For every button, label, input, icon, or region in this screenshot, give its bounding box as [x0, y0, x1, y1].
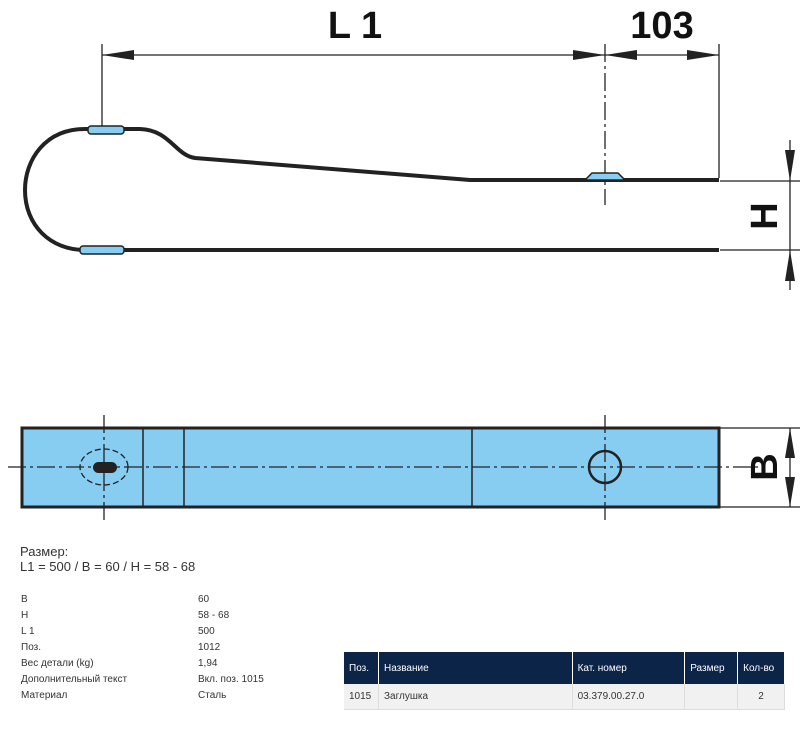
property-value: 500: [198, 625, 215, 637]
column-header: Название: [378, 652, 573, 684]
table-cell: 1015: [344, 684, 379, 710]
property-key: Вес детали (kg): [21, 657, 94, 669]
property-key: B: [21, 593, 28, 605]
technical-drawing: L 1 103 H B: [8, 5, 800, 520]
property-row: Поз. 1012: [21, 639, 264, 655]
dimension-103-label: 103: [630, 5, 693, 47]
size-value: L1 = 500 / B = 60 / H = 58 - 68: [20, 559, 196, 574]
property-value: Вкл. поз. 1015: [198, 673, 264, 685]
property-row: L 1 500: [21, 623, 264, 639]
property-value: Сталь: [198, 689, 227, 701]
property-row: Вес детали (kg) 1,94: [21, 655, 264, 671]
property-row: Материал Сталь: [21, 687, 264, 703]
dimension-h-label: H: [744, 202, 786, 229]
property-value: 60: [198, 593, 210, 605]
property-key: Материал: [21, 689, 68, 701]
size-label: Размер:: [20, 544, 69, 559]
dimension-b-label: B: [744, 453, 786, 480]
column-header: Кат. номер: [572, 652, 686, 684]
column-header: Кол-во: [737, 652, 785, 684]
table-cell: 2: [737, 684, 785, 710]
table-cell: Заглушка: [378, 684, 573, 710]
property-key: Дополнительный текст: [21, 673, 128, 685]
column-header: Поз.: [344, 652, 379, 684]
table-cell: 03.379.00.27.0: [572, 684, 686, 710]
property-key: Поз.: [21, 641, 41, 653]
size-summary: Размер: L1 = 500 / B = 60 / H = 58 - 68: [20, 544, 195, 574]
property-row: B 60: [21, 591, 264, 607]
dimension-l1-label: L 1: [328, 5, 382, 47]
column-header: Размер: [684, 652, 739, 684]
property-key: H: [21, 609, 29, 621]
table-cell: [684, 684, 739, 710]
property-key: L 1: [21, 625, 35, 637]
property-value: 1012: [198, 641, 221, 653]
property-row: H 58 - 68: [21, 607, 264, 623]
property-value: 1,94: [198, 657, 218, 669]
property-value: 58 - 68: [198, 609, 230, 621]
clamp-side-view: [22, 127, 719, 252]
property-row: Дополнительный текст Вкл. поз. 1015: [21, 671, 264, 687]
